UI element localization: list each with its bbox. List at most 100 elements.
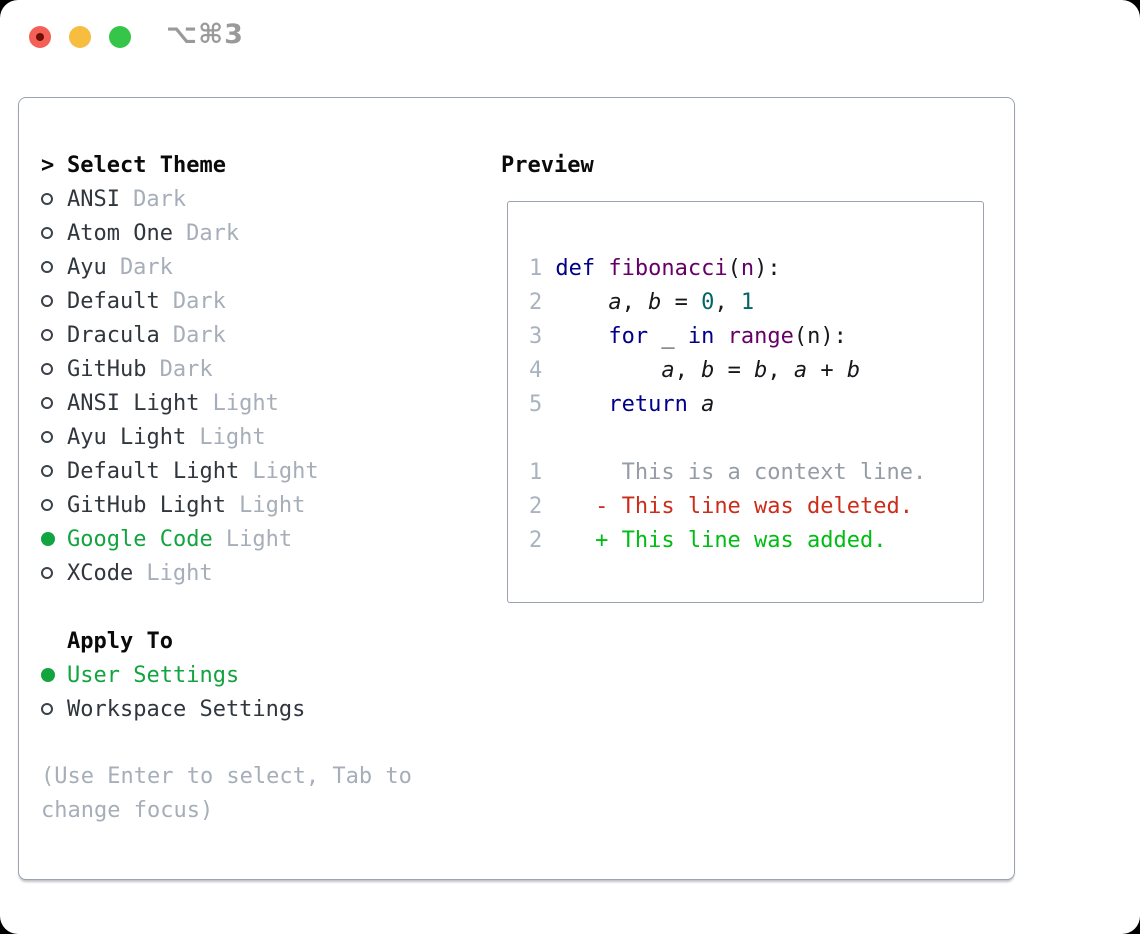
theme-list-header: > Select Theme: [41, 148, 425, 182]
circle-outline-icon: [41, 465, 53, 477]
theme-item-label: Dracula: [67, 322, 160, 348]
radio-unselected-icon[interactable]: [41, 193, 67, 205]
line-number: 3: [529, 323, 543, 349]
theme-item-label: Ayu Light: [67, 424, 187, 450]
code-line: 1 This is a context line.: [529, 455, 983, 489]
theme-item-label: GitHub: [67, 356, 147, 382]
radio-unselected-icon[interactable]: [41, 499, 67, 511]
circle-outline-icon: [41, 193, 53, 205]
radio-unselected-icon[interactable]: [41, 261, 67, 273]
code-line: [529, 421, 983, 455]
theme-item-default[interactable]: Default Dark: [41, 284, 425, 318]
code-content: This is a context line.: [555, 459, 927, 485]
apply-option-workspace-settings[interactable]: Workspace Settings: [41, 692, 425, 726]
radio-unselected-icon[interactable]: [41, 703, 67, 715]
window-shortcut-label: ⌥⌘3: [166, 19, 244, 50]
code-line: 2 + This line was added.: [529, 523, 983, 557]
code-content: a, b = b, a + b: [661, 357, 861, 383]
circle-outline-icon: [41, 363, 53, 375]
line-number: 5: [529, 391, 543, 417]
circle-outline-icon: [41, 295, 53, 307]
code-content: def fibonacci(n):: [555, 255, 781, 281]
circle-outline-icon: [41, 499, 53, 511]
theme-item-github[interactable]: GitHub Dark: [41, 352, 425, 386]
close-button[interactable]: [29, 26, 51, 48]
zoom-button[interactable]: [109, 26, 131, 48]
circle-outline-icon: [41, 703, 53, 715]
preview-title: Preview: [501, 152, 594, 178]
line-number: 2: [529, 289, 543, 315]
minimize-button[interactable]: [69, 26, 91, 48]
radio-unselected-icon[interactable]: [41, 329, 67, 341]
theme-item-github-light[interactable]: GitHub Light Light: [41, 488, 425, 522]
code-line: 1 def fibonacci(n):: [529, 251, 983, 285]
code-content: return a: [608, 391, 715, 417]
theme-variant-label: Dark: [119, 254, 173, 280]
theme-variant-label: Dark: [133, 186, 187, 212]
apply-to-title: Apply To: [67, 628, 173, 654]
focus-cursor: >: [41, 152, 55, 178]
circle-outline-icon: [41, 329, 53, 341]
apply-option-user-settings[interactable]: User Settings: [41, 658, 425, 692]
radio-selected-icon[interactable]: [41, 668, 67, 682]
radio-unselected-icon[interactable]: [41, 465, 67, 477]
line-number: 1: [529, 459, 543, 485]
apply-to-header: Apply To: [41, 624, 425, 658]
theme-item-label: GitHub Light: [67, 492, 226, 518]
theme-variant-label: Dark: [159, 356, 213, 382]
radio-unselected-icon[interactable]: [41, 227, 67, 239]
radio-unselected-icon[interactable]: [41, 567, 67, 579]
help-text: (Use Enter to select, Tab to change focu…: [41, 764, 412, 823]
filled-circle-icon: [41, 532, 55, 546]
code-line: 2 a, b = 0, 1: [529, 285, 983, 319]
code-content: + This line was added.: [555, 527, 887, 553]
code-line: 3 for _ in range(n):: [529, 319, 983, 353]
theme-variant-label: Light: [146, 560, 213, 586]
theme-item-label: Ayu: [67, 254, 107, 280]
theme-item-label: Default: [67, 288, 160, 314]
theme-item-label: XCode: [67, 560, 134, 586]
theme-item-ansi[interactable]: ANSI Dark: [41, 182, 425, 216]
theme-variant-label: Dark: [172, 288, 226, 314]
code-content: for _ in range(n):: [608, 323, 847, 349]
theme-variant-label: Light: [252, 458, 319, 484]
apply-option-label: Workspace Settings: [67, 696, 306, 722]
filled-circle-icon: [41, 668, 55, 682]
radio-unselected-icon[interactable]: [41, 397, 67, 409]
line-number: 2: [529, 527, 543, 553]
radio-unselected-icon[interactable]: [41, 363, 67, 375]
circle-outline-icon: [41, 227, 53, 239]
spacer: [41, 726, 425, 760]
theme-item-dracula[interactable]: Dracula Dark: [41, 318, 425, 352]
code-content: a, b = 0, 1: [608, 289, 755, 315]
theme-variant-label: Light: [225, 526, 293, 552]
code-line: 2 - This line was deleted.: [529, 489, 983, 523]
radio-selected-icon[interactable]: [41, 532, 67, 546]
theme-variant-label: Light: [212, 390, 279, 416]
theme-item-label: ANSI: [67, 186, 120, 212]
theme-item-ayu[interactable]: Ayu Dark: [41, 250, 425, 284]
line-number: 1: [529, 255, 543, 281]
radio-unselected-icon[interactable]: [41, 295, 67, 307]
circle-outline-icon: [41, 567, 53, 579]
line-number: 2: [529, 493, 543, 519]
theme-item-xcode[interactable]: XCode Light: [41, 556, 425, 590]
theme-variant-label: Dark: [172, 322, 226, 348]
circle-outline-icon: [41, 431, 53, 443]
radio-unselected-icon[interactable]: [41, 431, 67, 443]
code-content: - This line was deleted.: [555, 493, 913, 519]
theme-variant-label: Light: [239, 492, 306, 518]
apply-option-label: User Settings: [67, 662, 240, 688]
